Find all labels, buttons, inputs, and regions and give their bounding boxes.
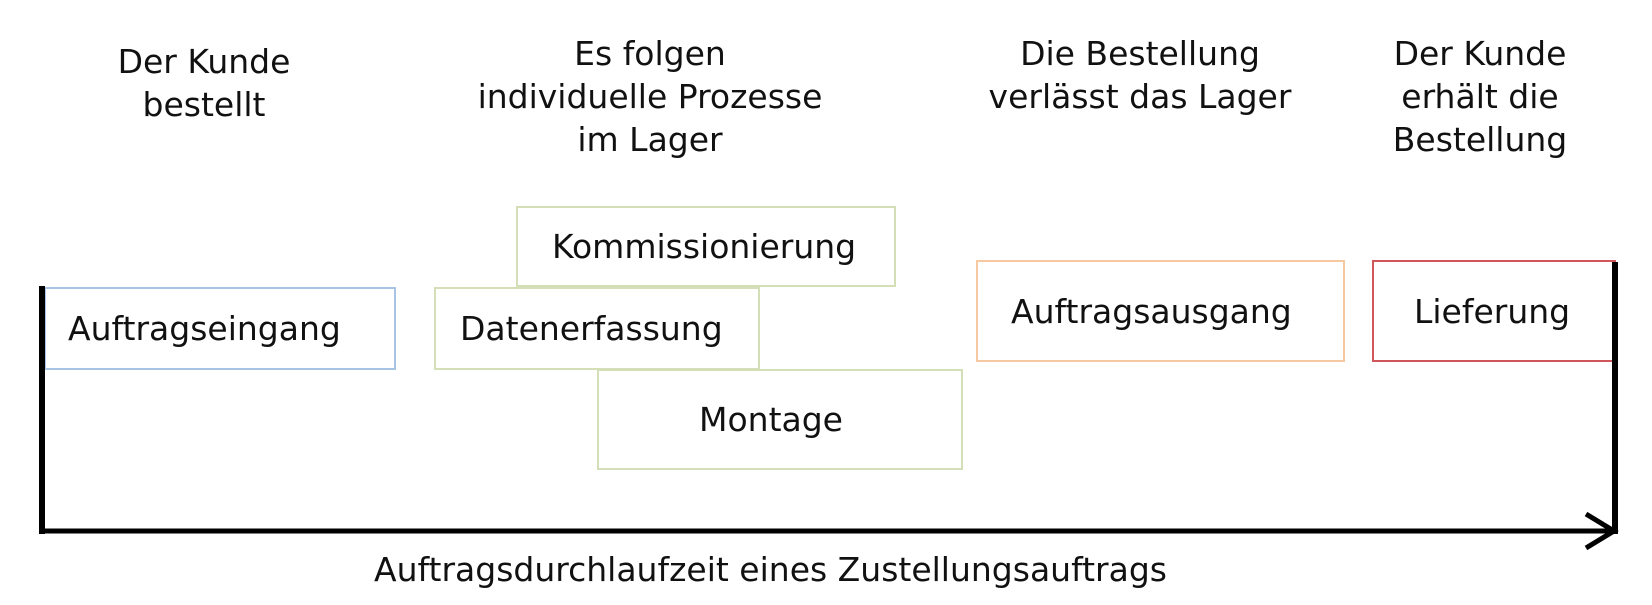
timeline-arrowhead (1584, 511, 1619, 551)
box-lieferung: Lieferung (1372, 260, 1616, 362)
box-montage-label: Montage (699, 400, 843, 439)
stage-label-order-placed: Der Kunde bestellt (117, 42, 291, 124)
box-auftragsausgang-label: Auftragsausgang (1011, 291, 1292, 331)
box-datenerfassung: Datenerfassung (434, 287, 760, 370)
box-kommissionierung-label: Kommissionierung (552, 227, 857, 266)
box-auftragseingang: Auftragseingang (44, 287, 396, 370)
stage-label-order-leaves: Die Bestellung verlässt das Lager (988, 34, 1292, 116)
box-kommissionierung: Kommissionierung (516, 206, 896, 287)
box-auftragseingang-label: Auftragseingang (68, 309, 341, 348)
box-auftragsausgang: Auftragsausgang (976, 260, 1345, 362)
stage-label-warehouse-processes: Es folgen individuelle Prozesse im Lager (477, 34, 823, 159)
box-lieferung-label: Lieferung (1414, 291, 1571, 331)
box-montage: Montage (597, 369, 963, 470)
timeline-label: Auftragsdurchlaufzeit eines Zustellungsa… (374, 550, 1167, 589)
stage-label-customer-receives: Der Kunde erhält die Bestellung (1392, 34, 1568, 159)
box-datenerfassung-label: Datenerfassung (460, 309, 723, 348)
